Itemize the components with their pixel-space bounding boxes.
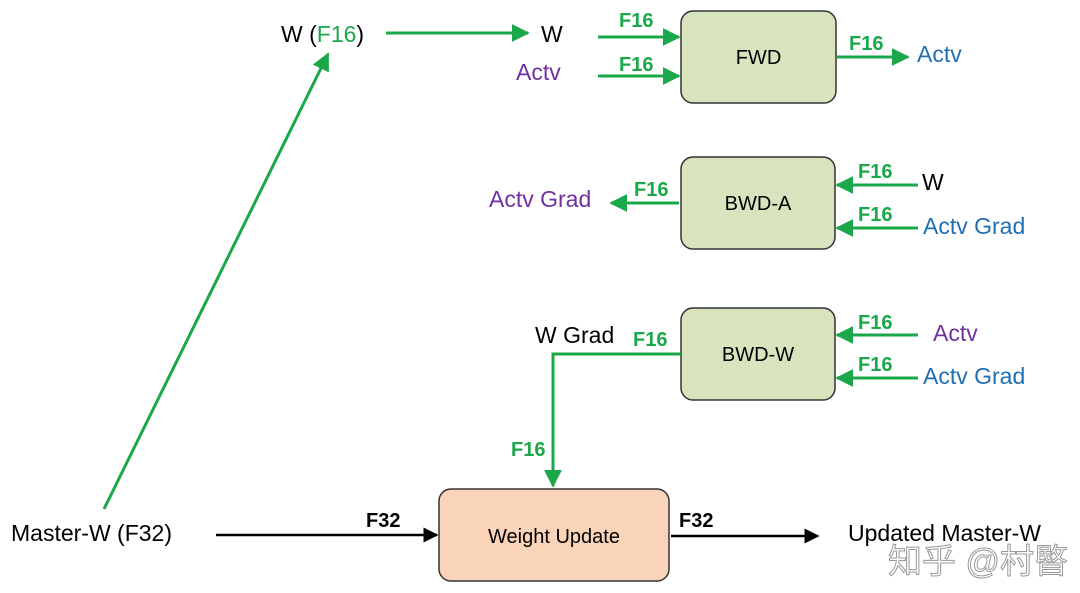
bwd-w-box-label: BWD-W [722, 344, 794, 366]
cast-arrow [102, 52, 330, 510]
w-f16-label: W (F16) [281, 21, 364, 47]
fwd-actv-out-label: Actv [917, 41, 962, 67]
bwd-w-actv-in-label: Actv [933, 320, 978, 346]
bwd-a-box-label: BWD-A [725, 193, 792, 215]
tag-bwd-a-out: F16 [634, 179, 668, 201]
w-grad-arrow [544, 352, 681, 488]
w-grad-label: W Grad [535, 322, 614, 348]
fwd-actv-in-label: Actv [516, 59, 561, 85]
tag-w-grad: F16 [633, 329, 667, 351]
bwd-a-actv-grad-out-label: Actv Grad [489, 186, 591, 212]
master-w-label: Master-W (F32) [11, 520, 172, 546]
w-f16-suffix: ) [356, 21, 364, 47]
bwd-w-actv-grad-in-label: Actv Grad [923, 363, 1025, 389]
fwd-box-label: FWD [736, 47, 782, 69]
w-f16-prefix: W ( [281, 21, 317, 47]
fwd-w-in-label: W [541, 21, 563, 47]
tag-master-in: F32 [366, 510, 400, 532]
tag-bwd-a-grad-in: F16 [858, 204, 892, 226]
tag-w-grad-down: F16 [511, 439, 545, 461]
bwd-w-box: BWD-W [680, 307, 836, 401]
weight-update-box: Weight Update [438, 488, 670, 582]
updated-master-w-label: Updated Master-W [848, 520, 1041, 546]
tag-fwd-actv-out: F16 [849, 33, 883, 55]
w-f16-type: F16 [317, 21, 357, 47]
watermark-text: 知乎 @村暋 [888, 543, 1068, 581]
bwd-a-actv-grad-in-label: Actv Grad [923, 213, 1025, 239]
tag-bwd-w-actv-in: F16 [858, 312, 892, 334]
tag-bwd-a-w-in: F16 [858, 161, 892, 183]
tag-fwd-actv-in: F16 [619, 54, 653, 76]
tag-fwd-w-in: F16 [619, 10, 653, 32]
bwd-a-w-in-label: W [922, 169, 944, 195]
weight-update-box-label: Weight Update [488, 526, 620, 548]
bwd-a-box: BWD-A [680, 156, 836, 250]
fwd-box: FWD [680, 10, 837, 104]
tag-bwd-w-grad-in: F16 [858, 354, 892, 376]
tag-update-out: F32 [679, 510, 713, 532]
